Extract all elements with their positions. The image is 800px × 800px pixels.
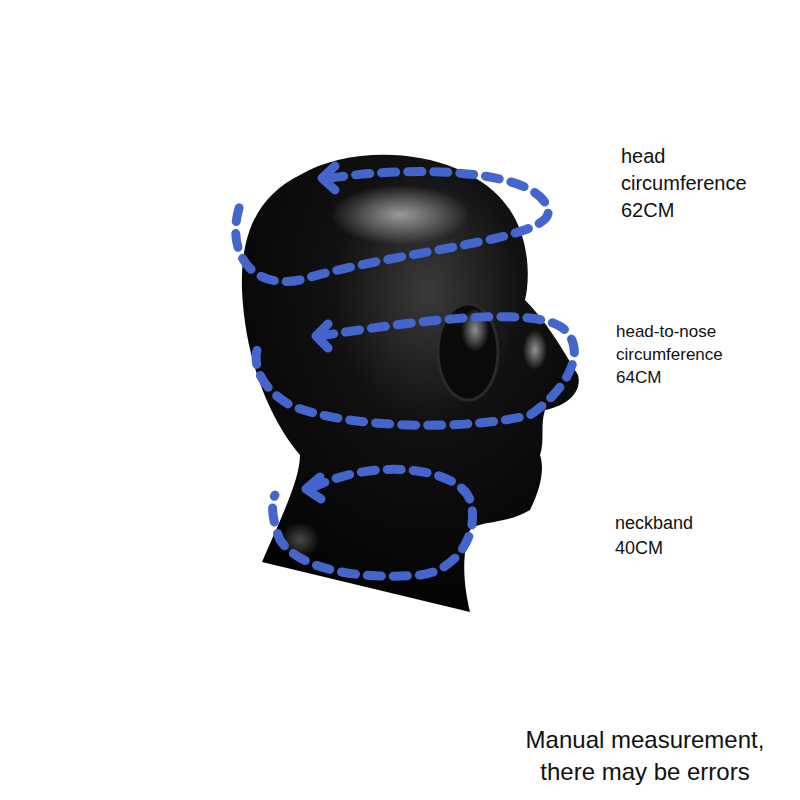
measure-loop — [273, 469, 473, 576]
note: Manual measurement, there may be errors — [505, 724, 785, 788]
arrow-head — [306, 477, 321, 499]
measure-name: neckband — [615, 511, 775, 536]
arrow-head — [316, 324, 328, 348]
highlight — [523, 330, 547, 370]
highlight — [330, 185, 470, 245]
measure-loop — [236, 172, 549, 282]
dimension: 64CM — [616, 366, 756, 389]
mannequin-head — [242, 155, 579, 612]
measure-loop — [256, 317, 574, 426]
arrow-head — [322, 166, 335, 190]
dimension: 40CM — [615, 536, 775, 561]
measure-name: head-to-nose circumference — [616, 320, 756, 366]
dimension: 62CM — [621, 197, 781, 224]
measure-name: head circumference — [621, 143, 781, 197]
